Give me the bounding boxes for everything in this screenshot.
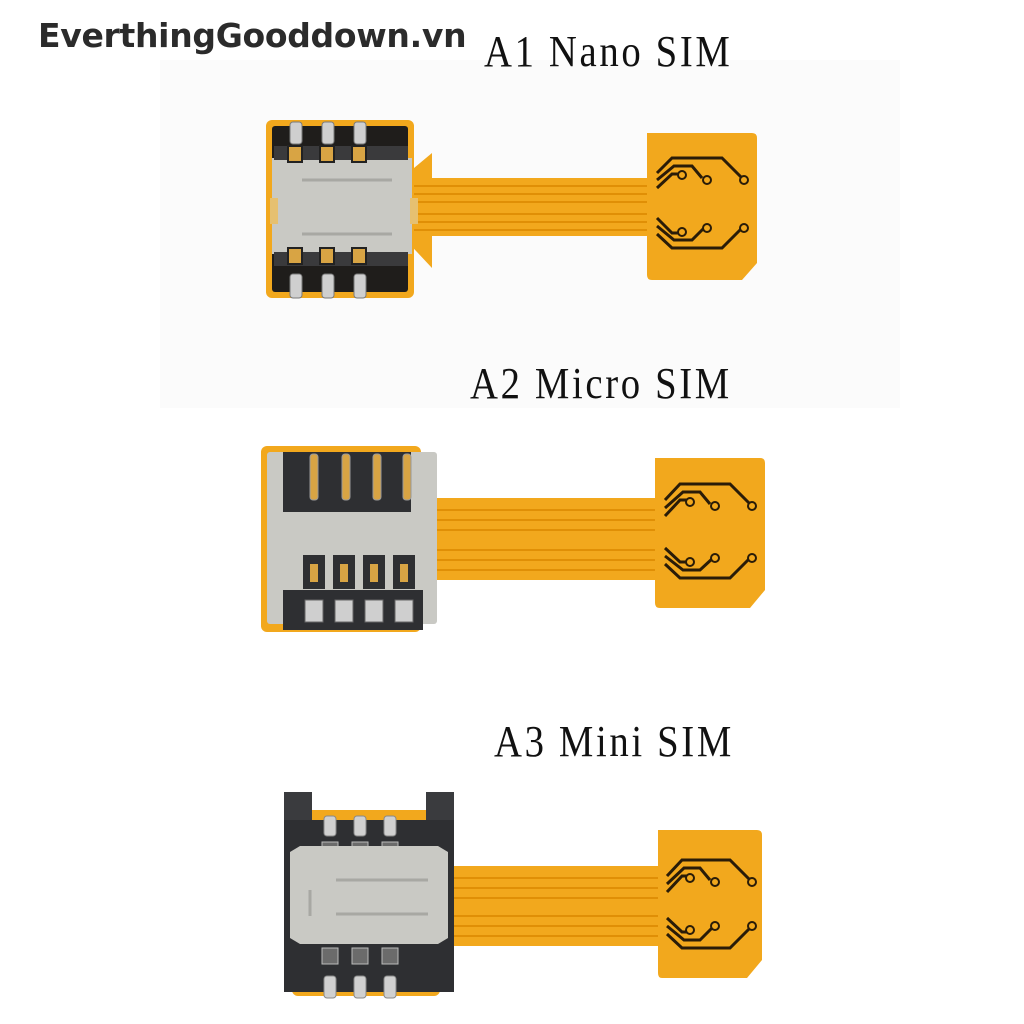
nano-sim-adapter-image: [266, 120, 757, 299]
product-a3-mini-sim-adapter: [262, 780, 772, 1010]
product-a1-nano-sim-adapter: [262, 118, 772, 308]
product-label-a2: A2 Micro SIM: [470, 359, 732, 408]
store-watermark: EverthingGooddown.vn: [38, 16, 467, 55]
mini-sim-adapter-image: [284, 792, 762, 999]
product-label-a3: A3 Mini SIM: [494, 717, 734, 766]
product-a2-micro-sim-adapter: [255, 440, 775, 640]
product-label-a1: A1 Nano SIM: [484, 27, 733, 76]
micro-sim-adapter-image: [261, 446, 765, 632]
